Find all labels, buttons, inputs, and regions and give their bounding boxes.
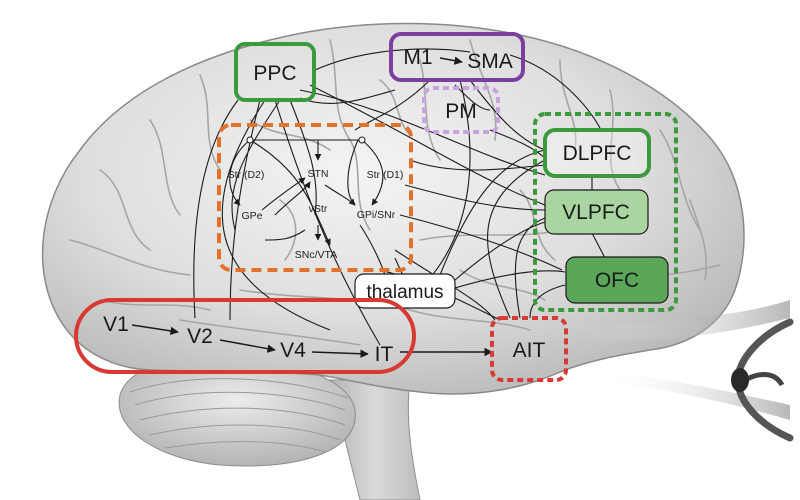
ait-label: AIT <box>513 339 546 362</box>
eye-icon <box>580 300 794 442</box>
str-d1-label: Str (D1) <box>367 169 404 181</box>
region-ait: AIT <box>490 316 568 382</box>
region-dlpfc: DLPFC <box>543 128 651 178</box>
region-ventral-stream: V1 V2 V4 IT <box>74 298 416 374</box>
gpe-label: GPe <box>241 210 262 222</box>
stn-label: STN <box>308 168 329 180</box>
m1-label: M1 <box>403 46 432 69</box>
pm-label: PM <box>445 100 477 123</box>
str-d2-label: Str (D2) <box>228 169 265 181</box>
dlpfc-label: DLPFC <box>563 142 632 165</box>
snc-vta-label: SNc/VTA <box>295 249 337 261</box>
v4-label: V4 <box>280 339 306 362</box>
it-label: IT <box>375 343 394 366</box>
brain-sulci <box>69 39 721 346</box>
region-ppc: PPC <box>234 42 316 102</box>
ofc-label: OFC <box>595 269 639 292</box>
v2-label: V2 <box>187 325 213 348</box>
thalamus-label: thalamus <box>366 282 443 303</box>
v1-label: V1 <box>103 313 129 336</box>
cerebellum-folds <box>129 378 349 453</box>
ppc-label: PPC <box>253 62 296 85</box>
region-basal-ganglia: Str (D2) STN Str (D1) GPe vStr GPi/SNr S… <box>217 123 413 272</box>
region-prefrontal-group <box>533 112 678 312</box>
region-ofc: OFC <box>565 256 669 304</box>
region-pm: PM <box>422 86 500 134</box>
region-thalamus: thalamus <box>354 273 456 309</box>
region-vlpfc: VLPFC <box>544 189 649 235</box>
vlpfc-label: VLPFC <box>562 201 630 224</box>
region-m1-sma: M1 SMA <box>389 32 525 82</box>
gpi-snr-label: GPi/SNr <box>357 209 396 221</box>
vstr-label: vStr <box>309 203 328 215</box>
sma-label: SMA <box>467 50 513 73</box>
